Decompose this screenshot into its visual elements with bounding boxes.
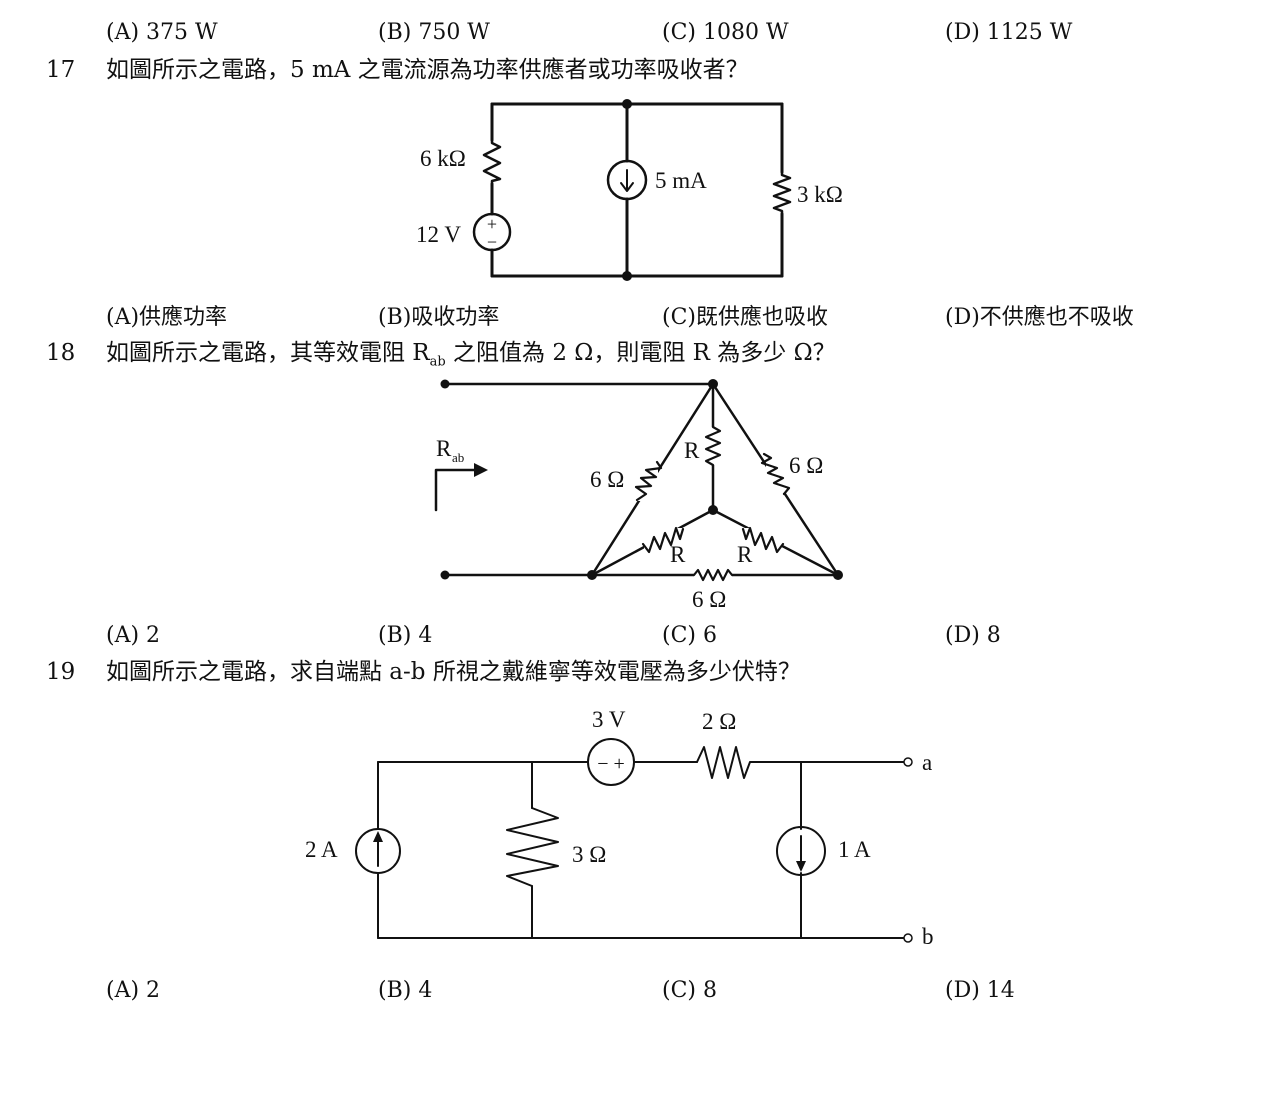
q19-option-a: (A) 2 xyxy=(106,978,161,1003)
q17-number: 17 xyxy=(46,57,76,83)
q17-resistor-6k xyxy=(482,138,502,186)
q19-label-b: b xyxy=(922,924,934,949)
q19-terminal-b xyxy=(903,933,913,943)
q19-label-2ohm: 2 Ω xyxy=(702,709,736,734)
q19-text: 如圖所示之電路，求自端點 a-b 所視之戴維寧等效電壓為多少伏特？ xyxy=(106,659,801,685)
q17-text: 如圖所示之電路，5 mA 之電流源為功率供應者或功率吸收者？ xyxy=(106,57,749,83)
q19-label-1a: 1 A xyxy=(838,837,871,862)
q19-resistor-3 xyxy=(506,807,559,887)
q17-minus: − xyxy=(487,232,497,252)
q17-option-b: (B)吸收功率 xyxy=(378,305,500,330)
q17-option-d: (D)不供應也不吸收 xyxy=(945,305,1134,330)
q19-voltage-source-3v xyxy=(587,738,635,786)
q18-resistor-6-bottom xyxy=(692,568,734,582)
q17-label-12v: 12 V xyxy=(416,222,461,247)
q18-resistor-r-right xyxy=(741,526,785,554)
q19-current-source-2a xyxy=(355,828,401,874)
q19-circuit: − + 3 V 2 Ω a b 2 A 3 Ω 1 A xyxy=(305,707,934,949)
q18-resistor-r-top xyxy=(704,425,722,467)
q18-text-after: 之阻值為 2 Ω，則電阻 R 為多少 Ω？ xyxy=(445,340,836,366)
q17-resistor-3k xyxy=(772,170,792,216)
q18-option-d: (D) 8 xyxy=(945,623,1001,648)
q19-label-a: a xyxy=(922,750,932,775)
q18-text-sub: ab xyxy=(429,354,446,370)
q19-vsign: − + xyxy=(597,753,625,775)
q17-current-source xyxy=(606,159,648,201)
q17-plus: + xyxy=(487,214,497,234)
q18-text-before: 如圖所示之電路，其等效電阻 R xyxy=(106,340,430,366)
q18-label-rab: R xyxy=(436,436,452,461)
q18-label-r-top: R xyxy=(684,438,700,463)
q18-resistor-6-right xyxy=(760,452,791,496)
q16-option-b: (B) 750 W xyxy=(378,20,490,45)
q18-option-c: (C) 6 xyxy=(662,623,717,648)
q16-option-c: (C) 1080 W xyxy=(662,20,789,45)
q19-label-3v: 3 V xyxy=(592,707,626,732)
q18-option-b: (B) 4 xyxy=(378,623,433,648)
q19-number: 19 xyxy=(46,659,76,685)
q16-option-d: (D) 1125 W xyxy=(945,20,1073,45)
q18-option-a: (A) 2 xyxy=(106,623,161,648)
q18-resistor-6-left xyxy=(634,460,663,502)
arrow-right-icon xyxy=(434,468,478,512)
q17-circuit: + − 6 kΩ 12 V 5 mA 3 kΩ xyxy=(416,99,843,281)
arrow-down-icon xyxy=(620,169,634,192)
q18-label-6-left: 6 Ω xyxy=(590,467,624,492)
q18-label-6-right: 6 Ω xyxy=(789,453,823,478)
q17-label-3k: 3 kΩ xyxy=(797,182,843,207)
q19-label-2a: 2 A xyxy=(305,837,338,862)
q18-label-r-right: R xyxy=(737,542,753,567)
q18-label-rab-sub: ab xyxy=(452,450,464,465)
q18-circuit: R ab 6 Ω 6 Ω 6 Ω R R R xyxy=(434,379,843,612)
q19-option-d: (D) 14 xyxy=(945,978,1015,1003)
q19-option-c: (C) 8 xyxy=(662,978,717,1003)
q19-terminal-a xyxy=(903,757,913,767)
q17-label-5ma: 5 mA xyxy=(655,168,707,193)
q19-resistor-2 xyxy=(696,746,757,779)
q18-label-r-left: R xyxy=(670,542,686,567)
q19-label-3ohm: 3 Ω xyxy=(572,842,606,867)
q18-text: 如圖所示之電路，其等效電阻 Rab 之阻值為 2 Ω，則電阻 R 為多少 Ω？ xyxy=(106,342,836,369)
q17-voltage-source xyxy=(472,212,512,252)
q18-number: 18 xyxy=(46,340,76,366)
q17-option-a: (A)供應功率 xyxy=(106,305,228,330)
q18-resistor-r-left xyxy=(641,526,685,554)
q16-option-a: (A) 375 W xyxy=(106,20,218,45)
q17-label-6k: 6 kΩ xyxy=(420,146,466,171)
q18-label-6-bottom: 6 Ω xyxy=(692,587,726,612)
q19-option-b: (B) 4 xyxy=(378,978,433,1003)
q17-option-c: (C)既供應也吸收 xyxy=(662,305,828,330)
q19-current-source-1a xyxy=(776,826,826,876)
